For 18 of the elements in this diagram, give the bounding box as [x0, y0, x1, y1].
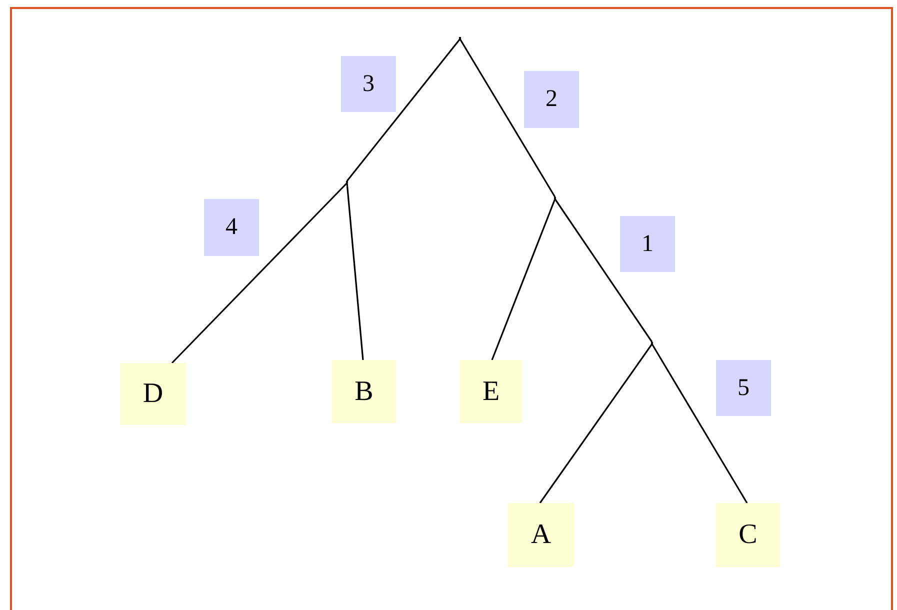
tree-branch: [539, 344, 653, 504]
tree-branch: [491, 198, 556, 360]
edge-label: 3: [341, 56, 396, 112]
tree-branch: [459, 38, 556, 198]
tree-branch: [651, 344, 748, 504]
leaf-label-box: D: [120, 363, 186, 425]
tree-branch: [171, 182, 348, 364]
tree-branch: [346, 182, 364, 360]
edge-label: 1: [620, 216, 675, 272]
tree-branch: [346, 38, 461, 182]
tree-branch: [554, 198, 653, 342]
edge-label: 2: [524, 71, 579, 128]
leaf-label-box: A: [508, 503, 574, 567]
edge-label: 4: [204, 199, 259, 256]
leaf-label-box: C: [716, 503, 780, 567]
edge-label: 5: [716, 360, 771, 416]
leaf-label-box: B: [332, 360, 396, 423]
leaf-label-box: E: [460, 360, 522, 423]
